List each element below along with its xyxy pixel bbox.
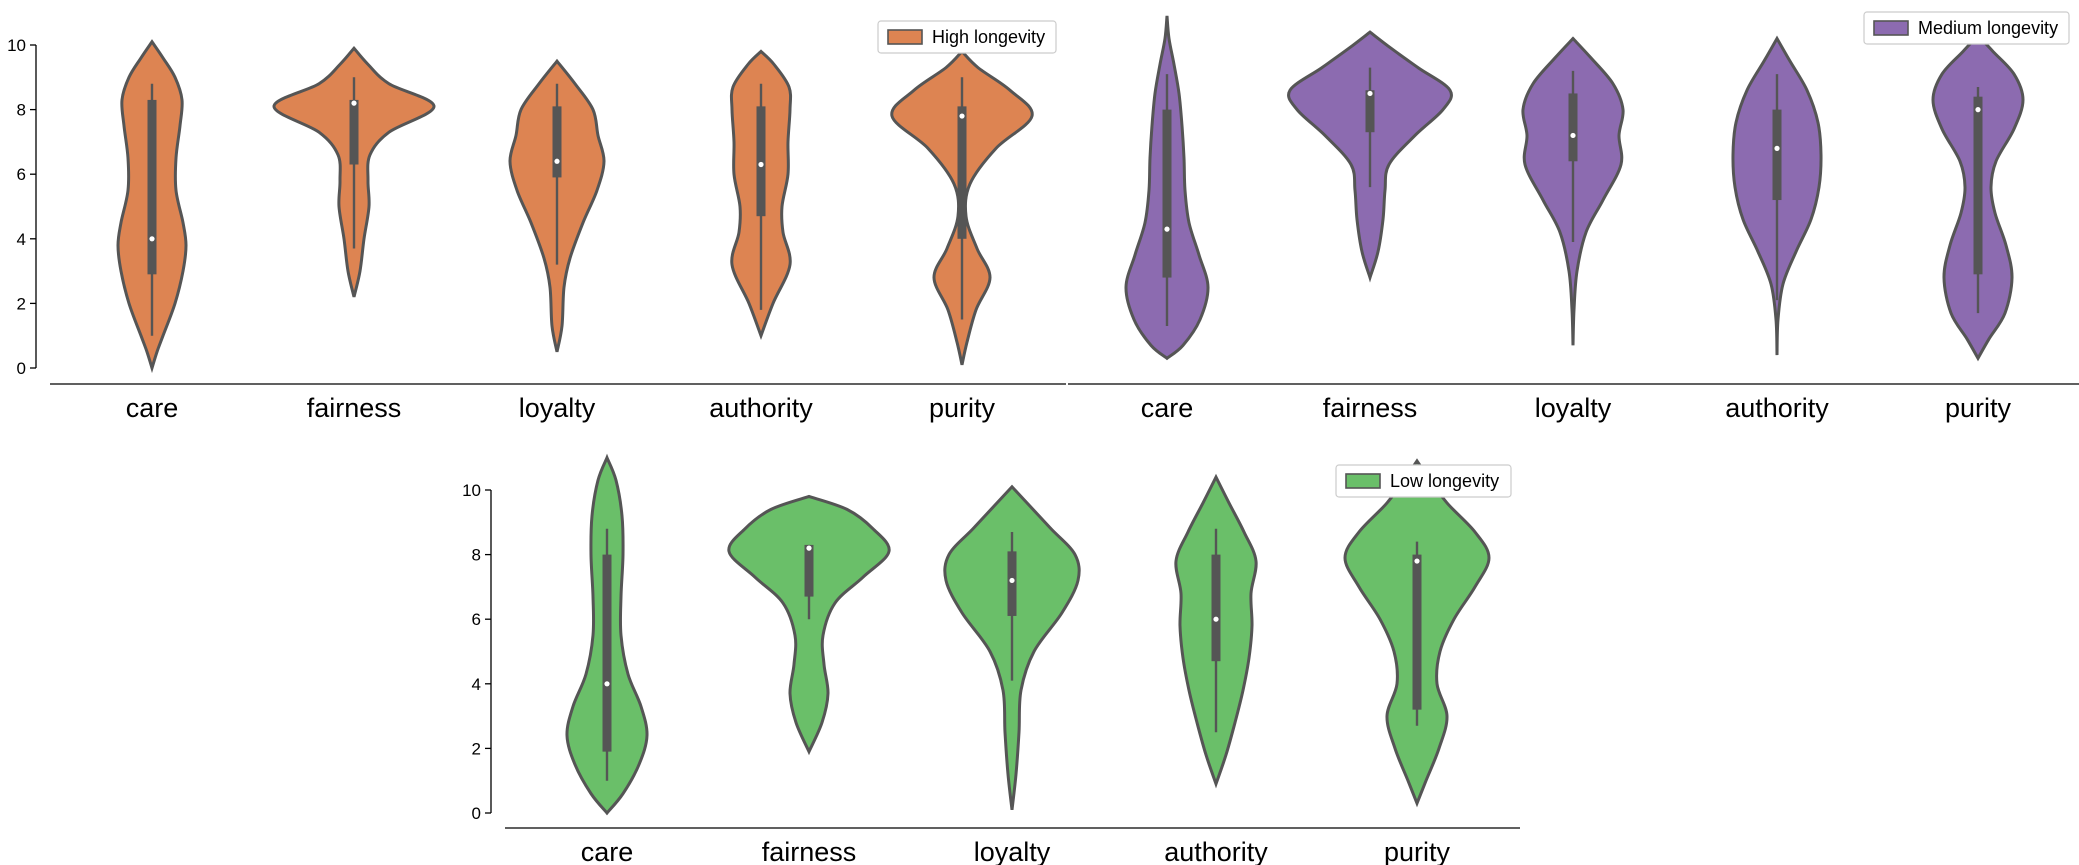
legend-swatch [1345, 473, 1381, 489]
x-tick-label-fairness: fairness [307, 393, 402, 423]
violin-purity [890, 49, 1034, 366]
median-marker-care [149, 236, 155, 242]
iqr-box-authority [756, 106, 766, 217]
x-tick-label-authority: authority [1725, 393, 1829, 423]
iqr-box-care [602, 554, 612, 752]
legend-label: Low longevity [1390, 471, 1499, 491]
iqr-box-loyalty [1007, 551, 1017, 616]
median-marker-fairness [351, 100, 357, 106]
legend-label: High longevity [932, 27, 1045, 47]
panel-low-longevity: care fairness loyalty authority purity 0 2 4 6 8 1… [462, 453, 1520, 865]
median-marker-care [1164, 226, 1170, 232]
x-tick-label-purity: purity [1945, 393, 2012, 423]
legend-swatch [1873, 20, 1909, 36]
iqr-box-purity [1412, 554, 1422, 710]
x-tick-label-care: care [581, 837, 634, 865]
median-marker-loyalty [1570, 132, 1576, 139]
median-marker-purity [959, 113, 965, 119]
x-tick-label-purity: purity [929, 393, 996, 423]
violin-fairness [727, 494, 891, 756]
x-tick-label-care: care [1141, 393, 1194, 423]
y-tick-label: 8 [472, 546, 481, 565]
y-tick-label: 4 [472, 675, 481, 694]
violin-care [116, 39, 188, 374]
iqr-box-loyalty [1568, 93, 1578, 162]
y-tick-label: 8 [17, 101, 26, 120]
x-tick-label-fairness: fairness [762, 837, 857, 865]
median-marker-purity [1414, 558, 1420, 564]
legend: High longevity [877, 20, 1057, 54]
y-tick-label: 6 [17, 165, 26, 184]
violin-loyalty [943, 484, 1081, 810]
iqr-box-fairness [349, 99, 359, 165]
median-marker-loyalty [554, 158, 560, 164]
legend-frame [1335, 464, 1512, 498]
iqr-box-care [147, 99, 157, 275]
legend: Low longevity [1335, 464, 1512, 498]
violin-loyalty [1521, 36, 1625, 346]
iqr-box-purity [1973, 96, 1983, 275]
median-marker-fairness [1367, 90, 1373, 97]
violin-purity [1343, 458, 1491, 808]
violin-fairness [272, 45, 436, 298]
y-tick-label: 2 [17, 294, 26, 313]
x-tick-label-loyalty: loyalty [519, 393, 596, 423]
y-tick-label: 10 [7, 36, 26, 55]
violin-purity [1931, 33, 2025, 362]
violin-care [1124, 15, 1210, 361]
y-tick-label: 4 [17, 230, 26, 249]
legend-swatch [887, 29, 923, 45]
y-tick-label: 10 [462, 481, 481, 500]
median-marker-purity [1975, 107, 1981, 113]
legend: Medium longevity [1863, 11, 2070, 45]
violin-fairness [1287, 30, 1453, 283]
iqr-box-fairness [804, 544, 814, 597]
violin-authority [1731, 35, 1823, 356]
x-tick-label-authority: authority [1164, 837, 1268, 865]
panel-high-longevity: care fairness loyalty authority purity 0 2 4 6 8 1… [7, 20, 1066, 423]
x-tick-label-loyalty: loyalty [1535, 393, 1612, 423]
x-tick-label-authority: authority [709, 393, 813, 423]
y-tick-label: 2 [472, 739, 481, 758]
iqr-box-purity [957, 106, 967, 239]
iqr-box-fairness [1365, 90, 1375, 133]
median-marker-authority [1213, 616, 1219, 622]
violin-care [565, 453, 649, 816]
y-tick-label: 0 [472, 804, 481, 823]
legend-frame [877, 20, 1057, 54]
x-tick-label-care: care [126, 393, 179, 423]
legend-label: Medium longevity [1918, 18, 2058, 38]
violin-authority [729, 49, 793, 341]
iqr-box-authority [1211, 554, 1221, 662]
violin-loyalty [508, 58, 606, 353]
x-tick-label-fairness: fairness [1323, 393, 1418, 423]
median-marker-loyalty [1009, 577, 1015, 584]
violin-authority [1174, 473, 1258, 789]
median-marker-fairness [806, 545, 812, 551]
panel-medium-longevity: care fairness loyalty authority purity Medium… [1068, 11, 2079, 423]
x-tick-label-purity: purity [1384, 837, 1451, 865]
legend-frame [1863, 11, 2070, 45]
x-tick-label-loyalty: loyalty [974, 837, 1051, 865]
median-marker-authority [758, 161, 764, 168]
iqr-box-loyalty [552, 106, 562, 178]
iqr-box-care [1162, 109, 1172, 278]
violin-body-fairness [727, 494, 891, 756]
median-marker-care [604, 681, 610, 687]
y-tick-label: 6 [472, 610, 481, 629]
median-marker-authority [1774, 145, 1780, 151]
iqr-box-authority [1772, 109, 1782, 201]
y-tick-label: 0 [17, 359, 26, 378]
